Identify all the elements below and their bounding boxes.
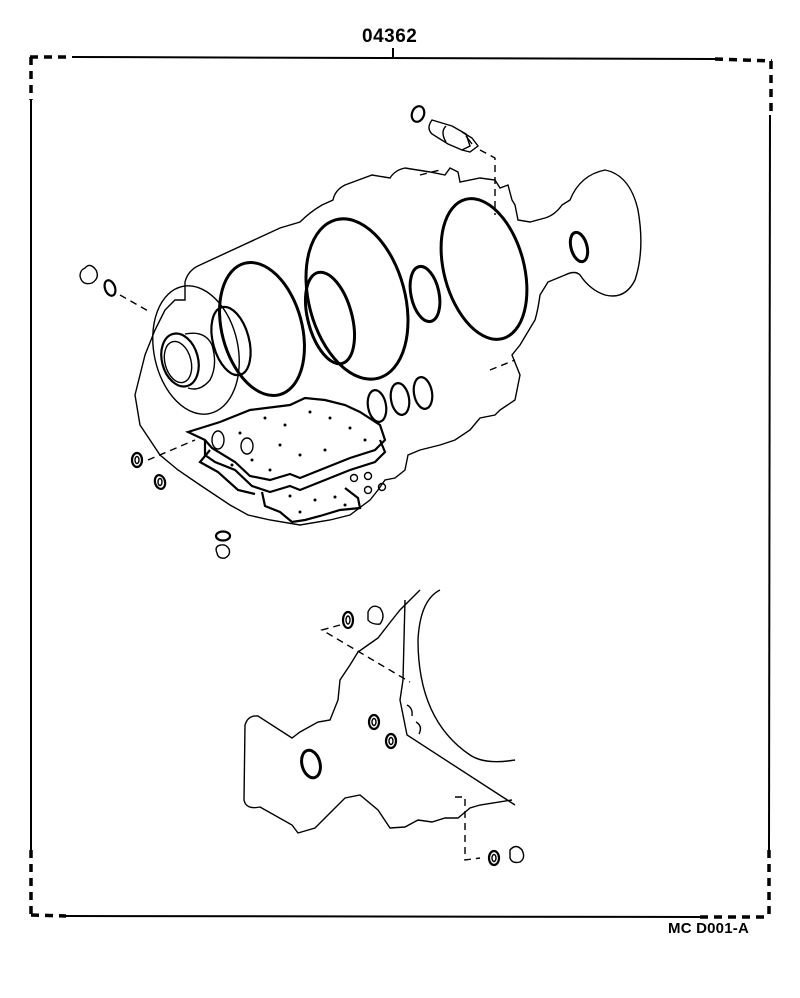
leader-left-plug [119,294,151,313]
small-o-ring-3 [412,376,434,410]
leader-case-upper [419,169,441,176]
valve-body-gaskets [184,396,387,524]
sleeve-o-ring [410,105,426,123]
case-lobe-o-ring [568,230,590,264]
small-o-ring-2 [389,382,411,416]
leader-lower-bottom [455,796,481,861]
left-plug-o-ring [103,279,117,297]
drawing-code-label: MC D001-A [668,920,749,937]
extension-hole-1 [406,704,413,717]
large-o-ring-2-inner [304,270,356,366]
oil-pump-outline [152,285,240,415]
side-seals [130,451,167,490]
extension-bell-outline [417,589,516,763]
extension-hole-2 [415,721,422,735]
leader-side-seal [147,439,196,461]
leader-case-right [489,359,516,371]
transmission-case-outline [134,167,642,526]
kit-part-number-label: 04362 [362,26,418,47]
extension-o-ring [300,748,322,780]
extension-housing-outline [243,589,516,834]
medium-o-ring [408,264,442,324]
front-oil-seal [160,332,216,390]
leader-lower-top [320,624,411,683]
large-o-ring-2 [304,217,410,381]
check-balls [349,471,387,495]
large-o-ring-3 [439,197,529,341]
lower-plugs-and-seals [341,605,525,867]
kit-boundary-frame [29,55,773,919]
leader-sleeve [479,149,496,215]
bottom-plug [214,530,232,559]
speedometer-sleeve [410,105,479,153]
left-plug [79,264,99,285]
small-o-ring-1 [366,389,388,423]
pump-o-ring [210,305,252,377]
large-o-ring-1 [218,261,306,397]
